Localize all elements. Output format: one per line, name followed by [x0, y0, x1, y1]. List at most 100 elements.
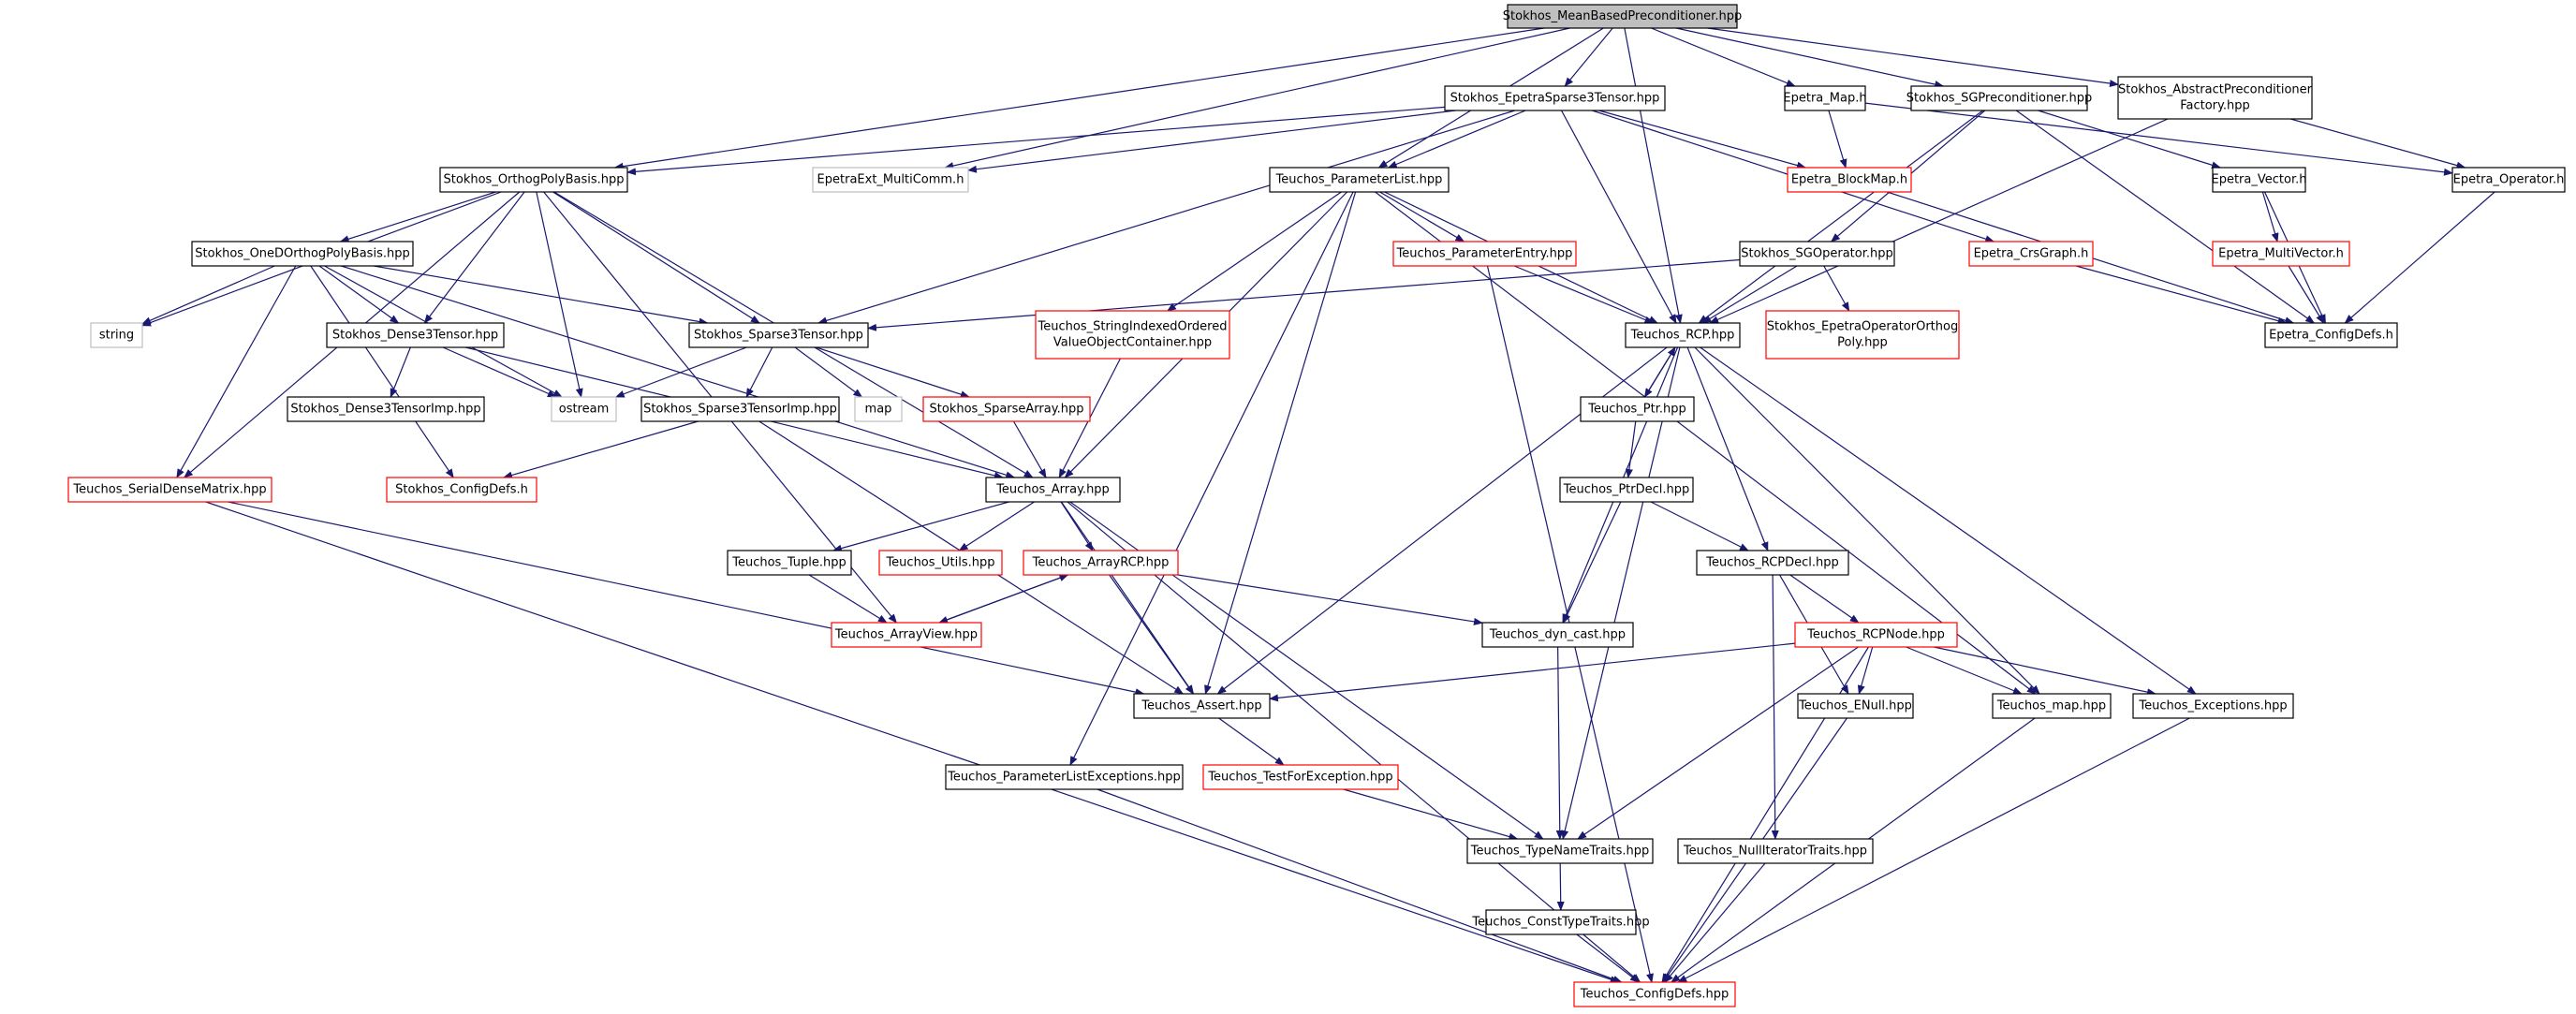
- node-box: [326, 322, 505, 348]
- edge-rcpnode-to-typename: [1577, 646, 1859, 840]
- node-consttype[interactable]: Teuchos_ConstTypeTraits.hpp: [1471, 909, 1650, 935]
- edge-rcpnode-to-assert: [1269, 642, 1796, 702]
- node-crsgraph[interactable]: Epetra_CrsGraph.h: [1968, 241, 2094, 267]
- node-sgprec[interactable]: Stokhos_SGPreconditioner.hpp: [1906, 85, 2092, 111]
- edge-orthopoly-to-ostream: [536, 191, 583, 398]
- node-epetraconfig[interactable]: Epetra_ConfigDefs.h: [2264, 322, 2398, 348]
- node-epetrasparse[interactable]: Stokhos_EpetraSparse3Tensor.hpp: [1444, 85, 1666, 111]
- node-label: Stokhos_AbstractPreconditioner: [2118, 83, 2313, 97]
- edge-rcp-to-rcpdecl: [1686, 346, 1769, 551]
- node-label: Epetra_CrsGraph.h: [1974, 247, 2089, 261]
- edge-sgprec-to-rcp: [1698, 110, 1983, 324]
- node-serialdense[interactable]: Teuchos_SerialDenseMatrix.hpp: [67, 477, 272, 503]
- edge-ptr-to-rcp: [1643, 346, 1676, 398]
- node-label: Teuchos_PtrDecl.hpp: [1563, 483, 1690, 497]
- edge-ptrdecl-to-rcpdecl: [1650, 501, 1749, 551]
- node-typename[interactable]: Teuchos_TypeNameTraits.hpp: [1466, 838, 1654, 864]
- edge-paramlist-to-tmap: [1375, 191, 2037, 695]
- node-teuchosconfig[interactable]: Teuchos_ConfigDefs.hpp: [1573, 981, 1736, 1007]
- edge-epetrasparse-to-sparse3: [817, 110, 1516, 325]
- node-box: [1035, 310, 1230, 360]
- edge-array-to-arrayrcp: [1060, 501, 1094, 551]
- node-box: [2132, 693, 2294, 719]
- node-ptr[interactable]: Teuchos_Ptr.hpp: [1580, 396, 1695, 422]
- node-label: Teuchos_RCPNode.hpp: [1806, 628, 1945, 642]
- node-root[interactable]: Stokhos_MeanBasedPreconditioner.hpp: [1503, 4, 1742, 29]
- node-array[interactable]: Teuchos_Array.hpp: [985, 477, 1121, 503]
- node-dense3[interactable]: Stokhos_Dense3Tensor.hpp: [326, 322, 505, 348]
- node-box: [1133, 693, 1271, 719]
- node-sparsearray[interactable]: Stokhos_SparseArray.hpp: [922, 396, 1091, 422]
- node-epetraop[interactable]: Epetra_Operator.h: [2451, 167, 2566, 193]
- node-label: Teuchos_ConfigDefs.hpp: [1580, 988, 1730, 1002]
- node-arrayview[interactable]: Teuchos_ArrayView.hpp: [831, 622, 982, 648]
- node-box: [985, 477, 1121, 503]
- node-strindexed[interactable]: Teuchos_StringIndexedOrderedValueObjectC…: [1035, 310, 1230, 360]
- node-label: Epetra_Map.h: [1783, 92, 1866, 106]
- node-box: [191, 241, 414, 267]
- node-label: Epetra_Operator.h: [2453, 173, 2565, 187]
- edge-rcpnode-to-enull: [1857, 646, 1874, 695]
- node-multicomm[interactable]: EpetraExt_MultiComm.h: [812, 167, 969, 193]
- node-arrayrcp[interactable]: Teuchos_ArrayRCP.hpp: [1023, 550, 1179, 576]
- node-map[interactable]: map: [854, 396, 903, 422]
- node-epetramap[interactable]: Epetra_Map.h: [1783, 85, 1867, 111]
- node-nulliter[interactable]: Teuchos_NullIteratorTraits.hpp: [1677, 838, 1874, 864]
- node-box: [90, 322, 143, 348]
- node-dyncast[interactable]: Teuchos_dyn_cast.hpp: [1481, 622, 1634, 648]
- node-sparse3imp[interactable]: Stokhos_Sparse3TensorImp.hpp: [640, 396, 840, 422]
- node-paramlistexc[interactable]: Teuchos_ParameterListExceptions.hpp: [945, 764, 1184, 790]
- node-box: [439, 167, 628, 193]
- node-box: [1677, 838, 1874, 864]
- node-rcp[interactable]: Teuchos_RCP.hpp: [1625, 322, 1741, 348]
- node-rcpdecl[interactable]: Teuchos_RCPDecl.hpp: [1696, 550, 1849, 576]
- node-enull[interactable]: Teuchos_ENull.hpp: [1797, 693, 1914, 719]
- edge-serialdense-to-assert: [228, 501, 1145, 697]
- node-label: Factory.hpp: [2180, 99, 2250, 113]
- node-testforexc[interactable]: Teuchos_TestForException.hpp: [1202, 764, 1399, 790]
- edge-orthopoly-to-sparse3: [552, 191, 760, 324]
- edge-tuple-to-arrayview: [808, 574, 888, 624]
- node-multivector[interactable]: Epetra_MultiVector.h: [2212, 241, 2350, 267]
- node-box: [2117, 76, 2313, 120]
- node-ptrdecl[interactable]: Teuchos_PtrDecl.hpp: [1559, 477, 1694, 503]
- node-assert[interactable]: Teuchos_Assert.hpp: [1133, 693, 1271, 719]
- node-label: Teuchos_ArrayRCP.hpp: [1032, 556, 1170, 570]
- node-box: [1202, 764, 1399, 790]
- edge-consttype-to-teuchosconfig: [1576, 933, 1640, 983]
- node-paramlist[interactable]: Teuchos_ParameterList.hpp: [1269, 167, 1450, 193]
- node-blockmap[interactable]: Epetra_BlockMap.h: [1787, 167, 1912, 193]
- node-tuple[interactable]: Teuchos_Tuple.hpp: [727, 550, 852, 576]
- edge-paramlist-to-paramentry: [1379, 191, 1465, 242]
- edge-epetrasparse-to-multicomm: [967, 110, 1456, 173]
- edge-assert-to-testforexc: [1218, 717, 1285, 766]
- node-label: Teuchos_RCP.hpp: [1630, 329, 1735, 343]
- node-sgoperator[interactable]: Stokhos_SGOperator.hpp: [1739, 241, 1895, 267]
- node-tmap[interactable]: Teuchos_map.hpp: [1992, 693, 2112, 719]
- node-dense3imp[interactable]: Stokhos_Dense3TensorImp.hpp: [287, 396, 485, 422]
- node-string[interactable]: string: [90, 322, 143, 348]
- node-orthopoly[interactable]: Stokhos_OrthogPolyBasis.hpp: [439, 167, 628, 193]
- node-rcpnode[interactable]: Teuchos_RCPNode.hpp: [1794, 622, 1958, 648]
- node-absfactory[interactable]: Stokhos_AbstractPreconditionerFactory.hp…: [2117, 76, 2313, 120]
- node-onedortho[interactable]: Stokhos_OneDOrthogPolyBasis.hpp: [191, 241, 414, 267]
- edge-crsgraph-to-epetraconfig: [2075, 265, 2288, 325]
- node-utils[interactable]: Teuchos_Utils.hpp: [878, 550, 1003, 576]
- node-box: [1784, 85, 1866, 111]
- node-label: Teuchos_NullIteratorTraits.hpp: [1683, 845, 1867, 859]
- node-ostream[interactable]: ostream: [551, 396, 617, 422]
- node-label: Teuchos_Array.hpp: [995, 483, 1110, 497]
- node-label: Teuchos_ParameterListExceptions.hpp: [947, 771, 1181, 785]
- edge-epetramap-to-blockmap: [1828, 110, 1847, 169]
- node-stokhosconfig[interactable]: Stokhos_ConfigDefs.h: [386, 477, 537, 503]
- node-box: [1787, 167, 1912, 193]
- node-paramentry[interactable]: Teuchos_ParameterEntry.hpp: [1392, 241, 1577, 267]
- node-label: Teuchos_RCPDecl.hpp: [1705, 556, 1839, 570]
- edge-onedortho-to-stokhosconfig: [310, 265, 454, 478]
- node-exceptions[interactable]: Teuchos_Exceptions.hpp: [2132, 693, 2294, 719]
- node-epetravector[interactable]: Epetra_Vector.h: [2212, 167, 2307, 193]
- node-sparse3[interactable]: Stokhos_Sparse3Tensor.hpp: [688, 322, 869, 348]
- edge-onedortho-to-dense3: [318, 265, 400, 324]
